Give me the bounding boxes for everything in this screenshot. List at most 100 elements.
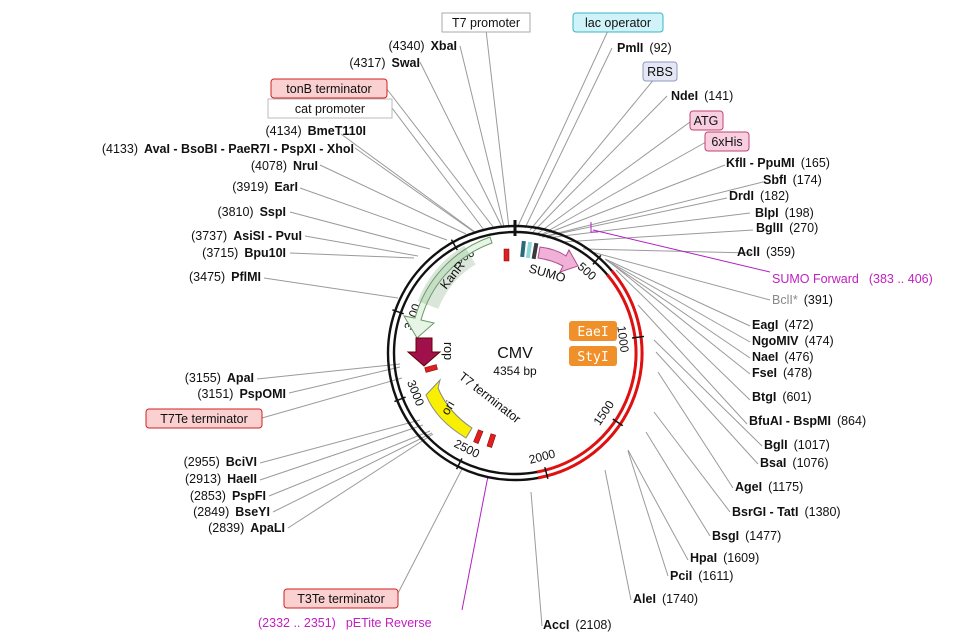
- site-label-right: BtgI (601): [752, 390, 812, 404]
- site-label-left: (4133)AvaI - BsoBI - PaeR7I - PspXI - Xh…: [102, 142, 354, 156]
- feature-box-atg-text: ATG: [694, 114, 719, 128]
- site-position: (4134): [265, 124, 301, 138]
- site-name: ApaI: [227, 371, 254, 385]
- enzyme-box-styi-text: StyI: [577, 350, 608, 365]
- feature-box-cat-promoter-text: cat promoter: [295, 102, 365, 116]
- site-position: (478): [783, 366, 812, 380]
- tick-mark-2500: [455, 458, 463, 470]
- primer-sumo-forward-name: SUMO Forward: [772, 272, 859, 286]
- site-label-right: BsaI(1076): [760, 456, 829, 470]
- site-position: (476): [784, 350, 813, 364]
- site-position: (182): [760, 189, 789, 203]
- site-label-right: PmlI(92): [617, 41, 672, 55]
- site-name: BciVI: [226, 455, 257, 469]
- site-position: (165): [801, 156, 830, 170]
- site-name: BglI: [764, 438, 788, 452]
- site-position: (1175): [768, 480, 803, 494]
- site-position: (1380): [804, 505, 840, 519]
- site-name: BglII: [756, 221, 783, 235]
- site-name: HpaI: [690, 551, 717, 565]
- site-label-right: BfuAI - BspMI (864): [749, 414, 866, 428]
- left-site-labels: (4340)XbaI(4317)SwaI(4134)BmeT110I(4133)…: [102, 39, 457, 535]
- tick-mark-1500: [612, 418, 624, 427]
- feature-box-tonb-terminator: tonB terminator: [270, 78, 388, 99]
- site-position: (4133): [102, 142, 138, 156]
- tick-label-2000: 2000: [527, 446, 557, 466]
- site-label-right: DrdI(182): [729, 189, 789, 203]
- site-position: (174): [793, 173, 822, 187]
- right-site-labels: PmlI(92)NdeI(141)KflI - PpuMI(165)SbfI(1…: [543, 41, 866, 632]
- insert-arc-inner: [536, 273, 638, 474]
- feature-box-6xhis-text: 6xHis: [711, 135, 742, 149]
- site-label-left: (3737)AsiSI - PvuI: [191, 229, 302, 243]
- site-position: (2108): [575, 618, 611, 632]
- site-position: (1740): [662, 592, 698, 606]
- site-label-right: BlpI (198): [755, 206, 814, 220]
- site-label-right: AccI (2108): [543, 618, 612, 632]
- site-label-right: HpaI(1609): [690, 551, 759, 565]
- feature-box-t3te-terminator-text: T3Te terminator: [297, 592, 385, 606]
- site-label-left: (2839) ApaLI: [208, 521, 285, 535]
- feature-box-t7-promoter-text: T7 promoter: [452, 16, 520, 30]
- site-position: (2839): [208, 521, 244, 535]
- site-position: (601): [782, 390, 811, 404]
- site-label-right: KflI - PpuMI(165): [726, 156, 830, 170]
- site-label-left: (2853)PspFI: [190, 489, 266, 503]
- site-label-left: (4340)XbaI: [388, 39, 457, 53]
- site-name: AsiSI - PvuI: [233, 229, 302, 243]
- site-position: (92): [649, 41, 671, 55]
- plasmid-name: CMV: [497, 345, 533, 362]
- site-name: AleI: [633, 592, 656, 606]
- site-position: (198): [785, 206, 814, 220]
- site-name: NaeI: [752, 350, 778, 364]
- site-label-right: NgoMIV(474): [752, 334, 834, 348]
- site-position: (472): [784, 318, 813, 332]
- site-name: BseYI: [235, 505, 270, 519]
- feature-box-t3te-terminator: T3Te terminator: [283, 588, 399, 609]
- site-label-right: AclI(359): [737, 245, 795, 259]
- site-name: NruI: [293, 159, 318, 173]
- feature-box-atg: ATG: [689, 110, 724, 131]
- site-name: PciI: [670, 569, 692, 583]
- feature-box-tonb-terminator-text: tonB terminator: [286, 82, 371, 96]
- site-name: XbaI: [431, 39, 457, 53]
- t7te-terminator-mark: [424, 364, 438, 373]
- site-name: ApaLI: [250, 521, 285, 535]
- primer-leaders: [461, 222, 771, 611]
- site-name: HaeII: [227, 472, 257, 486]
- site-label-right: BsrGI - TatI(1380): [732, 505, 841, 519]
- kanr-arrow: [403, 236, 493, 339]
- site-position: (2853): [190, 489, 226, 503]
- insert-arc-outer: [537, 269, 644, 480]
- tonb-terminator-mark: [503, 248, 510, 262]
- site-position: (1017): [794, 438, 830, 452]
- site-position: (3155): [185, 371, 221, 385]
- primer-sumo-forward-range: (383 .. 406): [869, 272, 933, 286]
- site-name: NdeI: [671, 89, 698, 103]
- site-position: (141): [704, 89, 733, 103]
- site-name: BmeT110I: [308, 124, 366, 138]
- site-position: (3151): [197, 387, 233, 401]
- site-label-right: BclI*(391): [772, 293, 833, 307]
- rop-label: rop: [441, 342, 455, 360]
- t3te-terminator-mark-a: [473, 429, 484, 444]
- sumo-arrow: [537, 246, 579, 273]
- site-position: (864): [837, 414, 866, 428]
- site-label-right: FseI (478): [752, 366, 812, 380]
- tick-mark-4000: [450, 239, 458, 251]
- site-name: BsaI: [760, 456, 786, 470]
- site-name: AccI: [543, 618, 569, 632]
- site-position: (1611): [698, 569, 733, 583]
- site-name: BfuAI - BspMI: [749, 414, 831, 428]
- feature-box-cat-promoter: cat promoter: [267, 98, 393, 119]
- site-name: FseI: [752, 366, 777, 380]
- ori-label: ori: [438, 398, 457, 417]
- site-name: BtgI: [752, 390, 776, 404]
- site-name: NgoMIV: [752, 334, 799, 348]
- site-name: SwaI: [392, 56, 421, 70]
- site-label-left: (4134) BmeT110I: [265, 124, 366, 138]
- site-name: BlpI: [755, 206, 779, 220]
- plasmid-length: 4354 bp: [493, 364, 537, 378]
